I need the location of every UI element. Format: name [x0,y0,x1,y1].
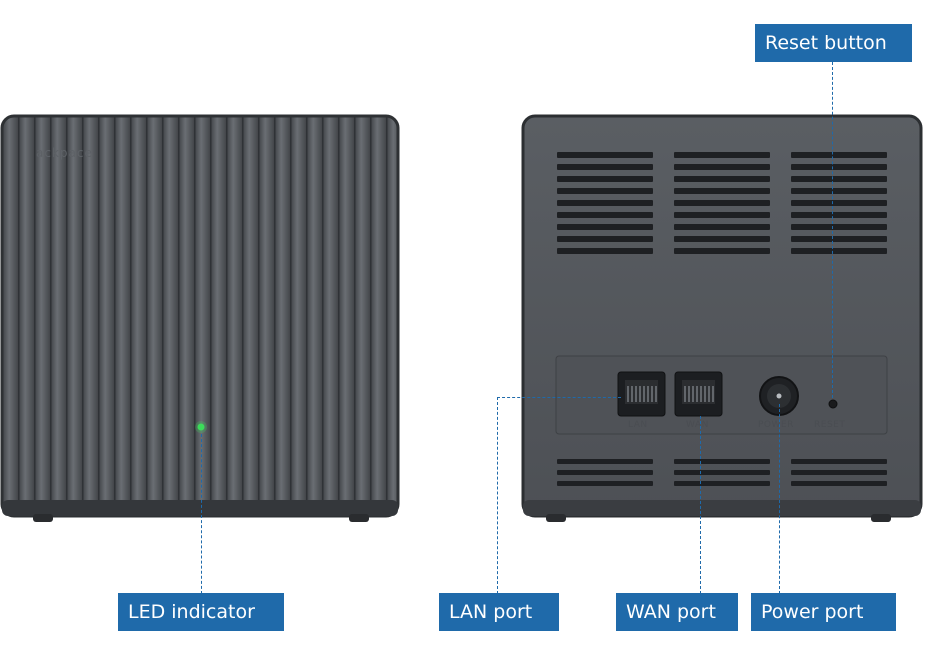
lan-port-socket [617,371,666,417]
front-body [2,116,398,516]
wan-port-socket [674,371,723,417]
reset-button-callout: Reset button [755,24,912,62]
led-leader-line [201,434,202,594]
back-foot-right [871,514,891,522]
power-port-callout: Power port [751,593,896,631]
lan-port-callout: LAN port [439,593,559,631]
port-label-reset: RESET [814,420,846,430]
reset-leader-line [832,62,833,398]
reset-hole [828,399,838,409]
port-label-wan: WAN [686,420,709,430]
back-foot-left [546,514,566,522]
lan-leader-vertical [497,397,498,594]
port-label-lan: LAN [628,420,648,430]
wan-leader-line [700,416,701,594]
led-indicator-callout: LED indicator [118,593,284,631]
lan-leader-horizontal [497,397,621,398]
front-foot-left [33,514,53,522]
port-label-power: POWER [758,420,794,430]
wan-port-callout: WAN port [616,593,738,631]
led-light [197,423,205,431]
power-port-socket [759,376,799,416]
bottom-vents [557,459,887,486]
power-leader-line [779,404,780,594]
device-brand-logo: ackpace [36,146,93,160]
front-foot-right [349,514,369,522]
top-vents [557,152,887,254]
